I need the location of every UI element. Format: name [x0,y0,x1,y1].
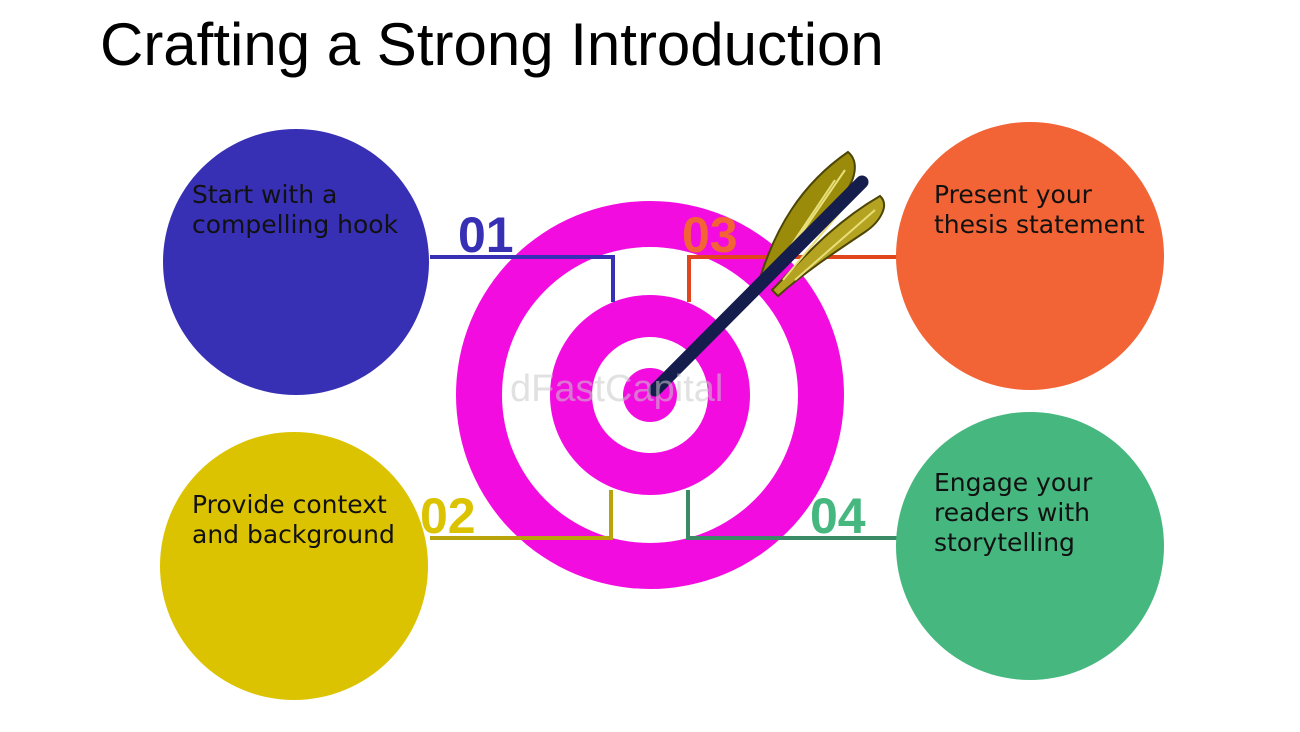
connector-04 [686,490,898,540]
arrow-icon [648,150,885,397]
step-label-01-line: Start with a [192,180,338,209]
step-label-01-line: compelling hook [192,210,399,239]
step-label-01: Start with a compelling hook [192,180,398,240]
step-number-02: 02 [420,488,476,544]
step-label-02: Provide context and background [192,490,395,550]
watermark: dFastCapital [510,368,724,410]
step-number-01: 01 [458,207,514,263]
step-number-04: 04 [810,488,866,544]
step-circle-03 [896,122,1164,390]
slide-title: Crafting a Strong Introduction [100,11,884,78]
step-label-03-line: Present your [934,180,1092,209]
step-label-04-line: Engage your [934,468,1093,497]
step-label-04: Engage your readers with storytelling [934,468,1092,558]
step-number-03: 03 [682,207,738,263]
step-label-03: Present your thesis statement [934,180,1145,240]
connector-02 [430,490,613,540]
step-circle-04 [896,412,1164,680]
step-label-04-line: readers with [934,498,1090,527]
step-label-04-line: storytelling [934,528,1075,557]
arrow-shaft [648,175,869,397]
arrow-fletching-right [770,194,885,298]
arrow-fletching-lines [774,169,876,281]
step-label-03-line: thesis statement [934,210,1145,239]
step-circle-01 [163,129,429,395]
connector-01 [430,255,615,302]
step-label-02-line: and background [192,520,395,549]
step-circle-02 [160,432,428,700]
step-label-02-line: Provide context [192,490,387,519]
